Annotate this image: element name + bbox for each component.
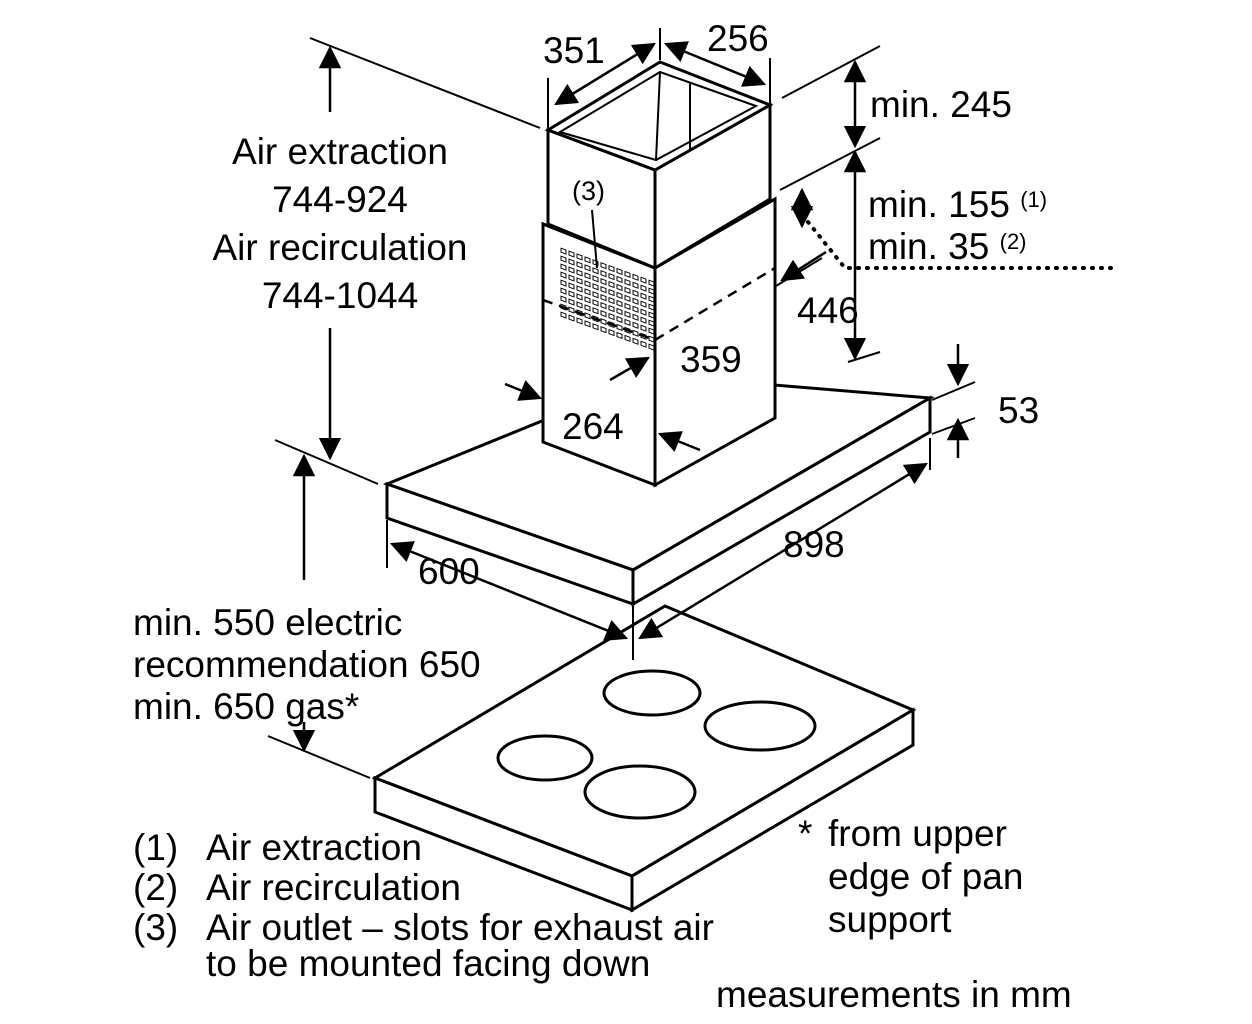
height-range-label: Air extraction 744-924 Air recirculation… — [190, 128, 490, 320]
legend: (1) Air extraction (2) Air recirculation (… — [133, 828, 714, 984]
burner-right — [703, 700, 817, 752]
legend-text: to be mounted facing down — [206, 943, 651, 984]
legend-text: Air outlet – slots for exhaust air — [206, 907, 714, 948]
legend-text: Air recirculation — [206, 867, 461, 908]
extraction-clearance-value: min. 155 — [868, 184, 1010, 225]
footnote-mark: * — [798, 813, 813, 854]
recirculation-note-ref: (2) — [999, 229, 1027, 254]
lower-chimney-depth-label: 359 — [680, 339, 742, 380]
footnote-line1: * from upper — [798, 812, 1023, 855]
chimney-depth-label: 351 — [543, 30, 605, 71]
chimney-width-label: 256 — [707, 18, 769, 59]
burner-front — [583, 764, 697, 820]
height-label-line1: Air extraction — [232, 131, 448, 172]
hob-distance-line3: min. 650 gas* — [133, 686, 360, 727]
footnote-line2: edge of pan — [828, 856, 1024, 897]
legend-item: (1) Air extraction — [133, 828, 714, 868]
height-label-line2: 744-924 — [272, 179, 408, 220]
canopy-width-label: 898 — [783, 524, 845, 565]
legend-item: (2) Air recirculation — [133, 868, 714, 908]
legend-item: to be mounted facing down — [133, 944, 714, 984]
hob — [371, 604, 917, 913]
legend-key: (1) — [133, 827, 179, 868]
burner-back — [602, 669, 702, 717]
legend-text: Air extraction — [206, 827, 422, 868]
footnote-text-1: from upper — [828, 813, 1007, 854]
top-clearance-label: min. 245 — [870, 84, 1012, 125]
hob-distance-label: min. 550 electric recommendation 650 min… — [133, 602, 481, 728]
legend-key: (2) — [133, 867, 179, 908]
hob-distance-line2: recommendation 650 — [133, 644, 481, 685]
recirculation-clearance-label: min. 35 (2) — [868, 228, 1027, 265]
height-label-line3: Air recirculation — [212, 227, 468, 268]
hob-distance-line1: min. 550 electric — [133, 602, 403, 643]
canopy-height-label: 53 — [998, 390, 1040, 431]
units-note: measurements in mm — [716, 974, 1072, 1015]
lower-chimney-width-label: 264 — [562, 406, 624, 447]
burner-left — [496, 734, 594, 782]
exhaust-slots — [560, 246, 655, 352]
outlet-reference-label: (3) — [572, 176, 605, 206]
extraction-note-ref: (1) — [1020, 187, 1048, 212]
lower-chimney-height-label: 446 — [797, 290, 859, 331]
legend-key: (3) — [133, 907, 179, 948]
dimension-lines — [267, 28, 1114, 779]
recirculation-clearance-value: min. 35 — [868, 226, 990, 267]
footnote: * from upper edge of pan support — [798, 812, 1023, 941]
lower-chimney — [541, 196, 777, 488]
canopy-depth-label: 600 — [418, 551, 480, 592]
legend-item: (3) Air outlet – slots for exhaust air — [133, 908, 714, 948]
height-label-line4: 744-1044 — [261, 275, 419, 316]
extraction-clearance-label: min. 155 (1) — [868, 186, 1047, 223]
footnote-line3: support — [828, 899, 952, 940]
upper-chimney — [544, 60, 774, 271]
